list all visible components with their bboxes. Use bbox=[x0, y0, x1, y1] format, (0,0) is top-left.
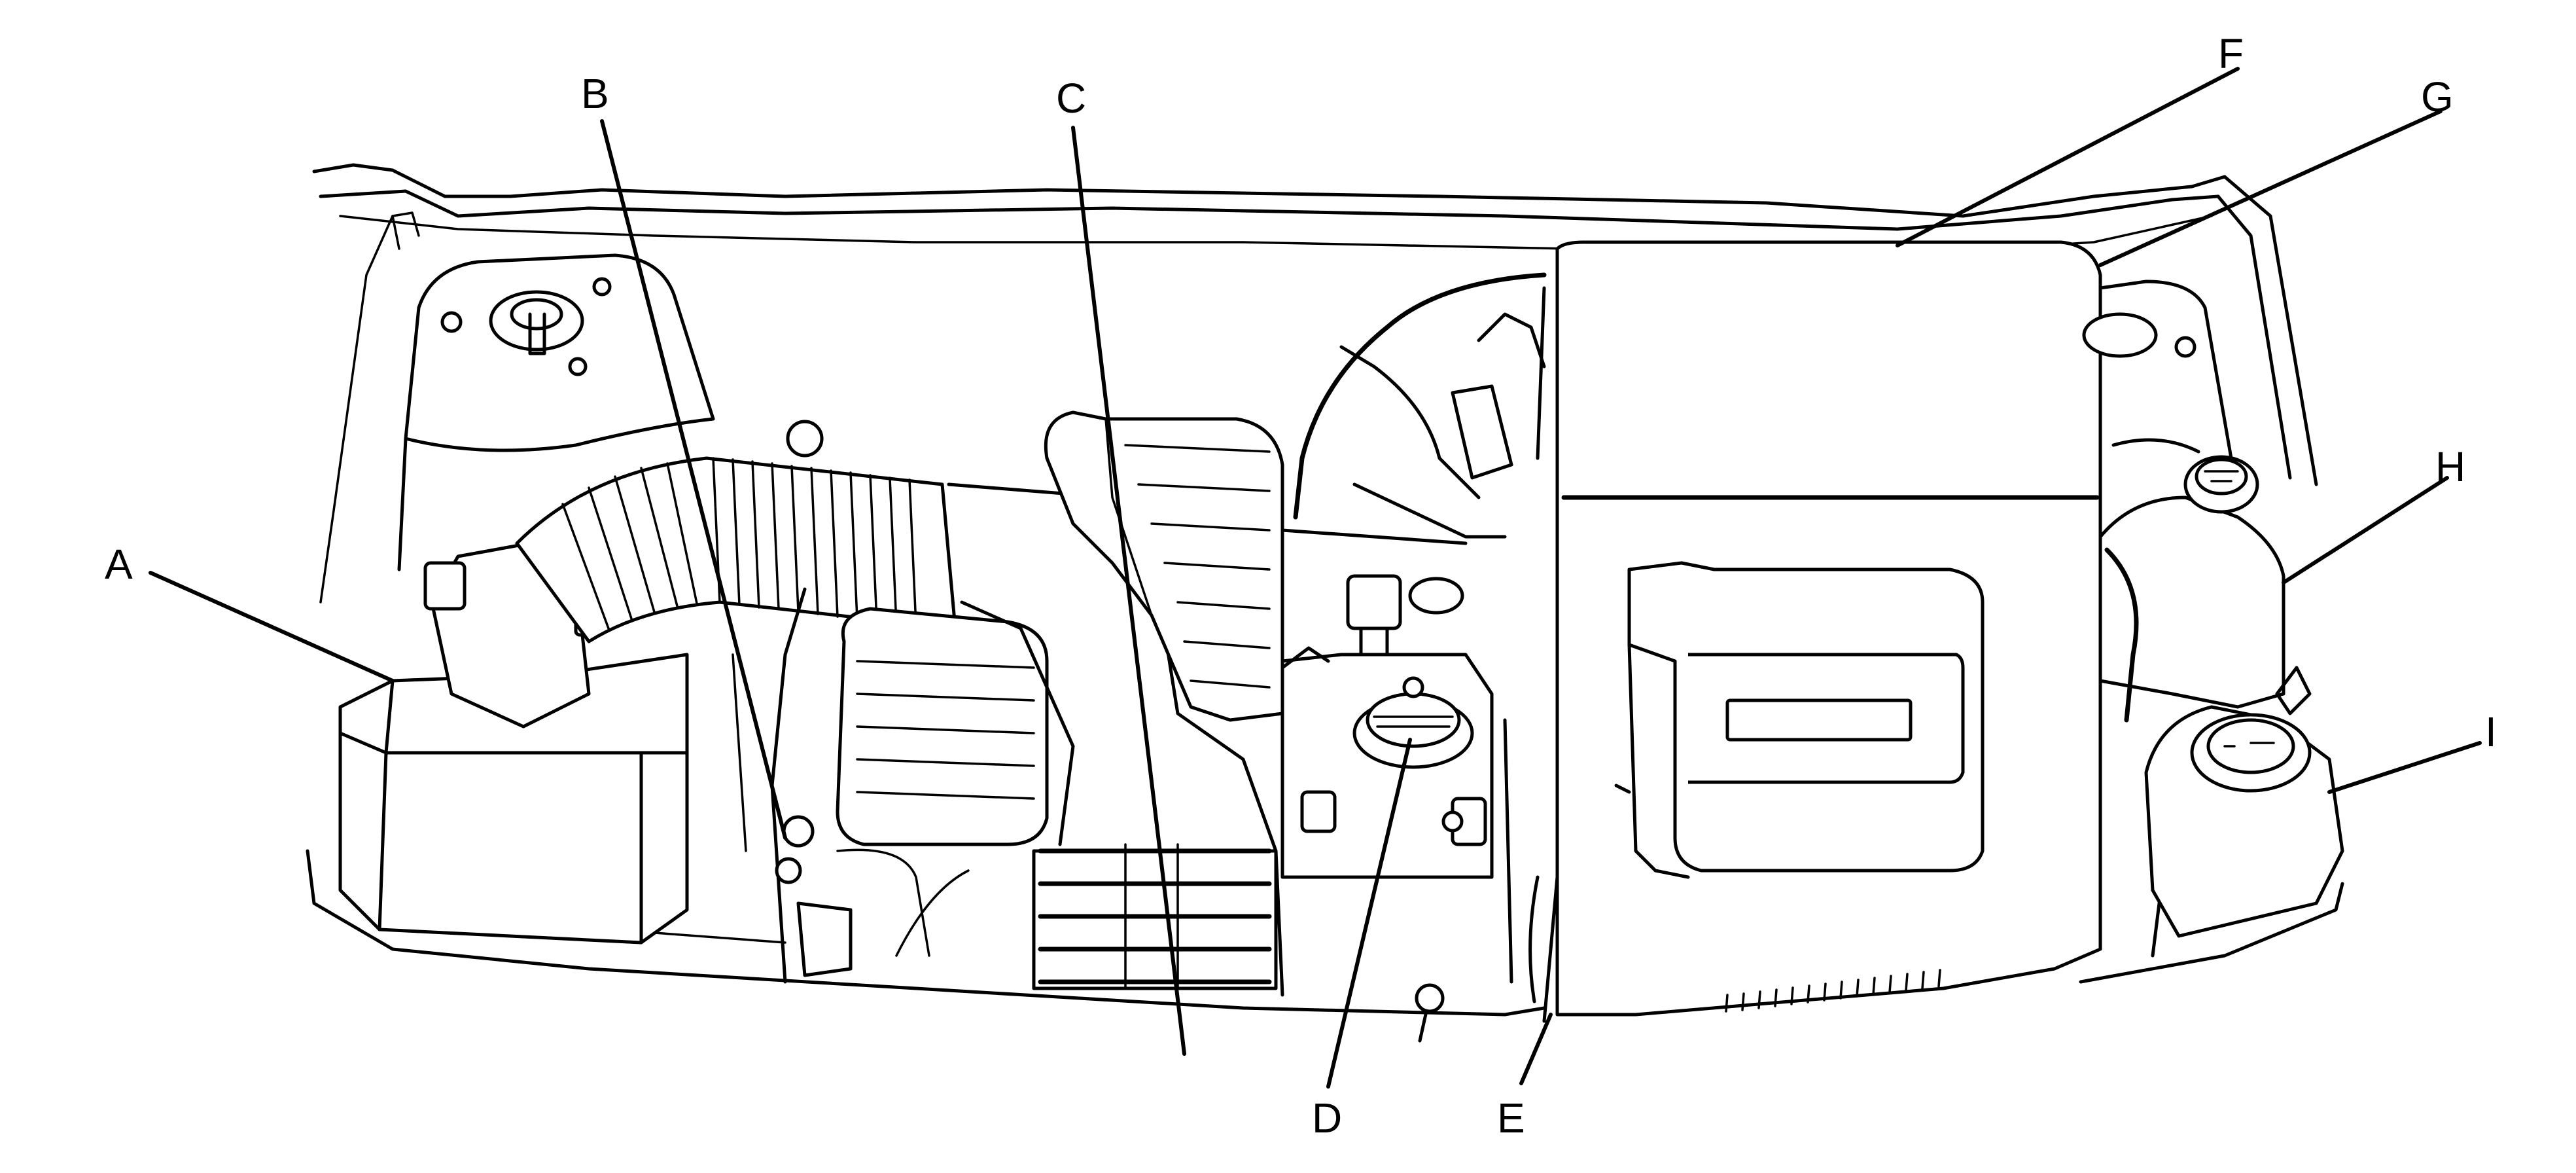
leader-f bbox=[1896, 67, 2240, 247]
leader-i bbox=[2327, 741, 2482, 794]
intake-duct bbox=[515, 420, 957, 643]
callout-f: F bbox=[2218, 30, 2244, 77]
right-strut-tower bbox=[2082, 280, 2233, 460]
callout-e: E bbox=[1497, 1094, 1525, 1142]
hood-outline bbox=[312, 163, 2318, 486]
intake-plenum bbox=[836, 600, 1075, 846]
leader-c bbox=[1071, 126, 1186, 1056]
brake-fluid-area bbox=[1280, 312, 1546, 545]
callout-h: H bbox=[2435, 443, 2465, 490]
coolant-reservoir bbox=[2098, 438, 2285, 723]
callout-c: C bbox=[1056, 75, 1086, 122]
duct-ribs bbox=[561, 457, 917, 630]
left-strut-tower bbox=[319, 211, 715, 604]
oil-fill-cap bbox=[1352, 676, 1474, 769]
upper-air-duct bbox=[1044, 410, 1284, 722]
callout-d: D bbox=[1312, 1094, 1342, 1142]
fuse-block-vents bbox=[1725, 969, 1941, 1013]
leader-a bbox=[149, 571, 395, 683]
leader-d bbox=[1326, 738, 1412, 1089]
callout-labels: A B C D E F G H I bbox=[105, 30, 2497, 1142]
leader-e bbox=[1519, 1013, 1553, 1085]
engine-oil-dipstick bbox=[1415, 718, 1513, 1043]
leader-g bbox=[2098, 109, 2443, 267]
callout-i: I bbox=[2485, 708, 2497, 755]
callout-a: A bbox=[105, 541, 133, 588]
washer-fluid-reservoir bbox=[2144, 666, 2344, 958]
callout-leaders bbox=[149, 67, 2482, 1089]
leader-b bbox=[600, 119, 787, 840]
engine-ribs bbox=[1038, 848, 1272, 984]
leader-h bbox=[2282, 476, 2449, 585]
callout-b: B bbox=[581, 70, 609, 117]
underhood-fuse-block bbox=[1555, 240, 2102, 1017]
engine-block bbox=[732, 482, 1284, 997]
wiring-harness bbox=[1293, 272, 1559, 1023]
callout-g: G bbox=[2421, 73, 2454, 120]
